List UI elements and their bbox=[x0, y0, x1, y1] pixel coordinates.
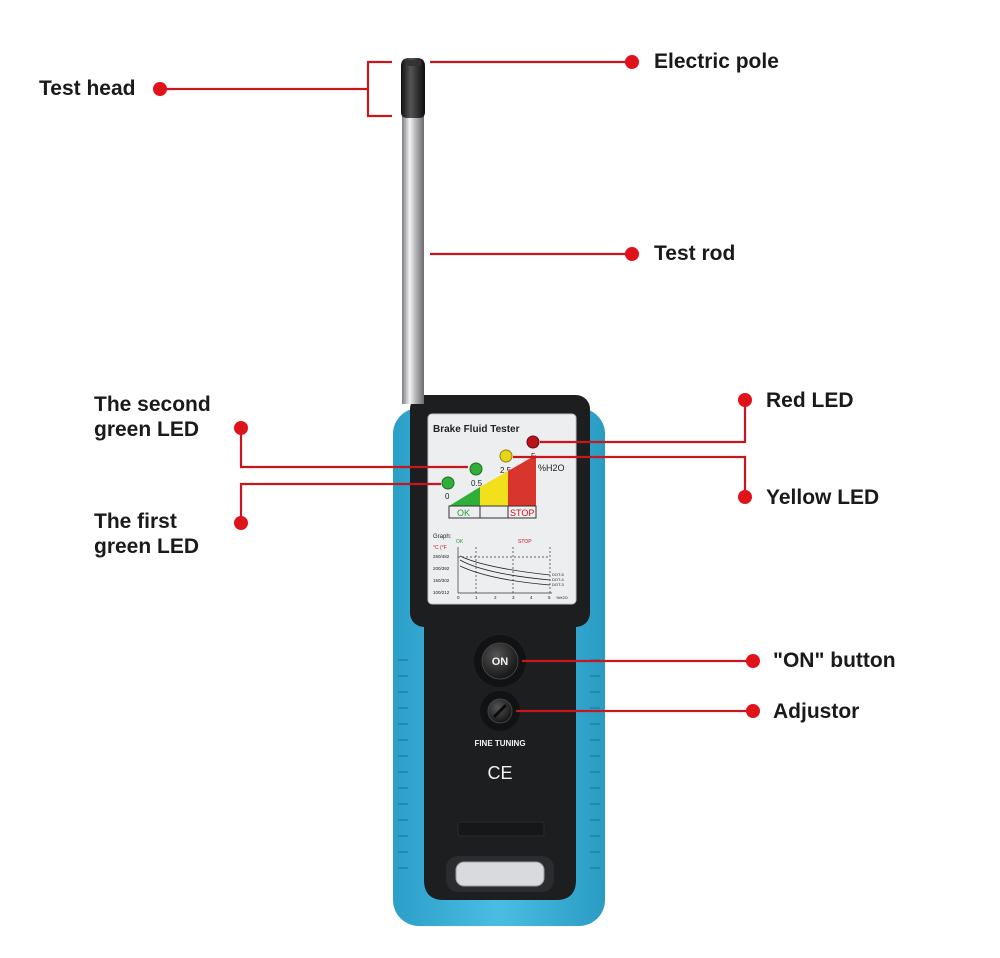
label-second-green-led: The second green LED bbox=[94, 392, 211, 442]
on-button[interactable] bbox=[481, 642, 519, 680]
electric-pole-tip bbox=[405, 60, 421, 66]
graph-x-unit: %H2O bbox=[556, 595, 568, 600]
embossed-text-area bbox=[457, 821, 545, 837]
label-red-led: Red LED bbox=[766, 389, 854, 412]
led-value-25: 2.5 bbox=[500, 466, 512, 475]
adjustor-slot-icon bbox=[492, 703, 508, 719]
left-grip-ridges bbox=[398, 659, 408, 869]
zone-stop-wedge bbox=[508, 455, 536, 506]
on-button-label: ON bbox=[492, 656, 509, 668]
graph-x-tick-2: 2 bbox=[494, 595, 497, 600]
led-value-0: 0 bbox=[445, 492, 450, 501]
leader-dots bbox=[153, 55, 760, 718]
zone-bar bbox=[448, 505, 537, 519]
graph-curves bbox=[459, 555, 551, 586]
dot-test-head bbox=[153, 82, 167, 96]
graph-x-tick-5: 5 bbox=[548, 595, 551, 600]
green-led-2 bbox=[469, 462, 483, 476]
graph-x-tick-4: 4 bbox=[530, 595, 533, 600]
label-first-green-led-line2: green LED bbox=[94, 535, 200, 558]
yellow-led bbox=[499, 449, 513, 463]
graph-title: Graph: bbox=[433, 534, 452, 540]
graph-ok: OK bbox=[456, 539, 464, 545]
zone-stop-label: STOP bbox=[510, 508, 534, 518]
label-test-rod: Test rod bbox=[654, 242, 736, 265]
panel-title: Brake Fluid Tester bbox=[433, 424, 520, 435]
curve-dot5: DOT-5 bbox=[552, 572, 565, 577]
dot-test-rod bbox=[625, 247, 639, 261]
led-value-05: 0.5 bbox=[471, 479, 483, 488]
dot-red-led bbox=[738, 393, 752, 407]
zone-warn-wedge bbox=[480, 471, 508, 506]
dot-second-green-led bbox=[234, 421, 248, 435]
label-yellow-led: Yellow LED bbox=[766, 486, 880, 509]
label-electric-pole: Electric pole bbox=[654, 50, 779, 73]
dot-on-button bbox=[746, 654, 760, 668]
dot-yellow-led bbox=[738, 490, 752, 504]
label-panel bbox=[427, 413, 577, 605]
graph-temp-header: °C (°F bbox=[433, 545, 447, 551]
label-second-green-led-line1: The second bbox=[94, 393, 211, 416]
label-on-button: "ON" button bbox=[773, 649, 896, 672]
zone-ok-label: OK bbox=[457, 508, 470, 518]
green-led-1 bbox=[441, 476, 455, 490]
graph-stop: STOP bbox=[518, 539, 532, 545]
dot-electric-pole bbox=[625, 55, 639, 69]
graph-axes bbox=[457, 547, 552, 594]
label-test-head: Test head bbox=[39, 77, 136, 100]
curve-dot4: DOT-4 bbox=[552, 577, 565, 582]
graph-x-tick-0: 0 bbox=[457, 595, 460, 600]
dot-first-green-led bbox=[234, 516, 248, 530]
curve-dot3: DOT-3 bbox=[552, 582, 565, 587]
graph-x-tick-1: 1 bbox=[475, 595, 478, 600]
label-first-green-led: The first green LED bbox=[94, 509, 199, 559]
graph-temp-tick-2: 200/392 bbox=[433, 566, 450, 571]
label-second-green-led-line2: green LED bbox=[94, 418, 200, 441]
test-rod bbox=[402, 112, 424, 404]
graph-temp-tick-4: 100/212 bbox=[433, 590, 450, 595]
label-adjustor: Adjustor bbox=[773, 700, 860, 723]
graph-temp-tick-1: 250/482 bbox=[433, 554, 450, 559]
dot-adjustor bbox=[746, 704, 760, 718]
graph-x-tick-3: 3 bbox=[512, 595, 515, 600]
zone-ok-wedge bbox=[449, 487, 480, 506]
graph-temp-tick-3: 150/302 bbox=[433, 578, 450, 583]
label-first-green-led-line1: The first bbox=[94, 510, 177, 533]
leader-lines bbox=[160, 60, 753, 713]
ce-mark: CE bbox=[487, 763, 512, 783]
tester-device: Brake Fluid Tester 0 0.5 2.5 5 %H2O OK S… bbox=[393, 58, 605, 926]
unit-label: %H2O bbox=[538, 463, 565, 473]
fine-tuning-label: FINE TUNING bbox=[474, 739, 525, 748]
red-led bbox=[526, 435, 540, 449]
bottom-window-lens bbox=[455, 861, 545, 887]
test-head-cap bbox=[401, 58, 425, 118]
